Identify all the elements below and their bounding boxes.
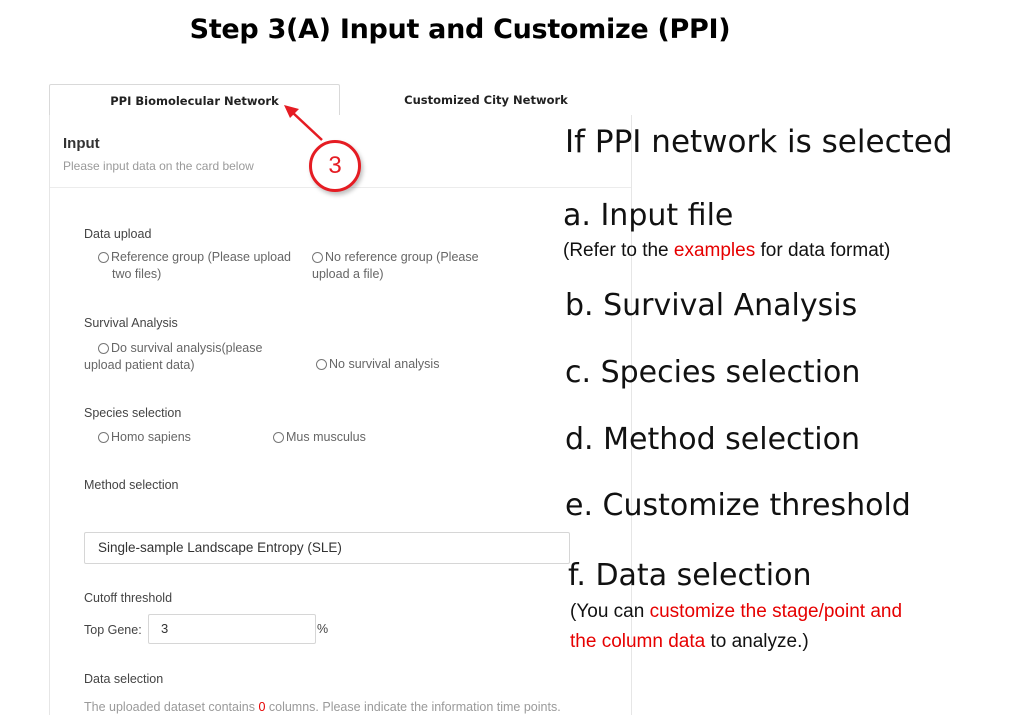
- radio-no-reference-group-label: No reference group (Please: [325, 250, 479, 264]
- cutoff-threshold-label: Cutoff threshold: [84, 591, 173, 605]
- species-selection-label: Species selection: [84, 406, 182, 420]
- radio-do-survival-label-line2: upload patient data): [84, 358, 195, 372]
- tab-ppi-biomolecular-network[interactable]: PPI Biomolecular Network: [49, 84, 340, 116]
- annotation-heading: If PPI network is selected: [565, 124, 953, 160]
- method-select[interactable]: Single-sample Landscape Entropy (SLE): [84, 532, 570, 564]
- radio-no-reference-group[interactable]: No reference group (Please upload a file…: [312, 249, 479, 283]
- radio-mus-musculus-label: Mus musculus: [286, 430, 366, 444]
- annotation-a-note-prefix: (Refer to the: [563, 240, 674, 261]
- annotation-a-note-suffix: for data format): [755, 240, 891, 261]
- radio-no-reference-group-label-line2: upload a file): [312, 267, 384, 281]
- data-upload-label: Data upload: [84, 227, 152, 241]
- radio-mus-musculus[interactable]: Mus musculus: [273, 429, 366, 446]
- annotation-f-note-line2: the column data to analyze.): [570, 631, 809, 653]
- annotation-d: d. Method selection: [565, 422, 861, 457]
- radio-circle-icon[interactable]: [316, 359, 327, 370]
- info-prefix: The uploaded dataset contains: [84, 700, 259, 714]
- radio-do-survival-label: Do survival analysis(please: [111, 341, 263, 355]
- top-gene-label: Top Gene:: [84, 623, 142, 637]
- radio-circle-icon[interactable]: [98, 252, 109, 263]
- radio-no-survival-label: No survival analysis: [329, 357, 440, 371]
- radio-no-survival-analysis[interactable]: No survival analysis: [316, 356, 439, 373]
- data-selection-info: The uploaded dataset contains 0 columns.…: [84, 700, 561, 714]
- annotation-c: c. Species selection: [565, 355, 861, 390]
- radio-reference-group[interactable]: Reference group (Please upload two files…: [98, 249, 291, 283]
- top-gene-input[interactable]: 3: [148, 614, 316, 644]
- radio-circle-icon[interactable]: [312, 252, 323, 263]
- radio-homo-sapiens[interactable]: Homo sapiens: [98, 429, 191, 446]
- data-selection-label: Data selection: [84, 672, 164, 686]
- input-card: Input Please input data on the card belo…: [49, 115, 632, 715]
- annotation-b: b. Survival Analysis: [565, 288, 858, 323]
- percent-unit: %: [317, 622, 329, 636]
- input-panel: PPI Biomolecular Network Customized City…: [49, 84, 632, 715]
- radio-circle-icon[interactable]: [98, 432, 109, 443]
- method-selection-label: Method selection: [84, 478, 179, 492]
- radio-reference-group-label-line2: two files): [112, 267, 162, 281]
- annotation-f-note-line1: (You can customize the stage/point and: [570, 601, 902, 623]
- radio-circle-icon[interactable]: [98, 343, 109, 354]
- tab-customized-city-network[interactable]: Customized City Network: [340, 84, 632, 116]
- annotation-a-note: (Refer to the examples for data format): [563, 240, 890, 262]
- slide-title: Step 3(A) Input and Customize (PPI): [189, 14, 731, 45]
- annotation-e: e. Customize threshold: [565, 488, 911, 523]
- annotation-f-note-red2: the column data: [570, 631, 706, 652]
- network-tabs: PPI Biomolecular Network Customized City…: [49, 84, 632, 116]
- callout-arrow-icon: [284, 105, 323, 141]
- annotation-f-note-red1: customize the stage/point and: [649, 601, 903, 622]
- column-count: 0: [258, 700, 266, 714]
- annotation-f-note-prefix: (You can: [570, 601, 650, 622]
- card-title: Input: [63, 135, 100, 152]
- examples-link: examples: [673, 240, 756, 261]
- survival-analysis-label: Survival Analysis: [84, 316, 178, 330]
- info-suffix: columns. Please indicate the information…: [265, 700, 561, 714]
- radio-homo-sapiens-label: Homo sapiens: [111, 430, 191, 444]
- radio-circle-icon[interactable]: [273, 432, 284, 443]
- radio-do-survival-analysis[interactable]: Do survival analysis(please upload patie…: [84, 340, 262, 374]
- callout-badge: 3: [309, 140, 361, 192]
- annotation-a: a. Input file: [563, 198, 734, 233]
- radio-reference-group-label: Reference group (Please upload: [111, 250, 291, 264]
- annotation-f-note-suffix: to analyze.): [705, 631, 809, 652]
- card-subtitle: Please input data on the card below: [63, 159, 254, 173]
- annotation-f: f. Data selection: [568, 558, 812, 593]
